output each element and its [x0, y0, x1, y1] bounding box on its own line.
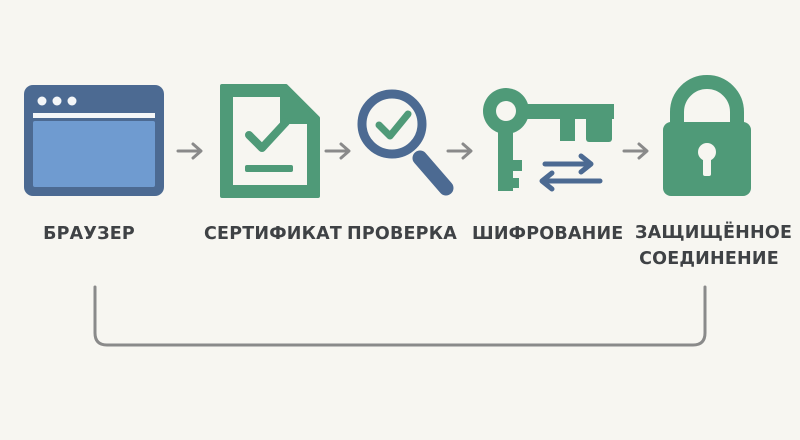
step-label-encryption: ШИФРОВАНИЕ	[472, 224, 624, 244]
step-label-certificate: СЕРТИФИКАТ	[204, 224, 342, 244]
step-label-browser: БРАУЗЕР	[43, 224, 135, 244]
step-label-secure-line-2: СОЕДИНЕНИЕ	[639, 249, 779, 269]
padlock-icon	[663, 75, 751, 196]
browser-window-icon	[24, 85, 164, 196]
certificate-document-icon	[220, 84, 320, 198]
key-exchange-icon	[483, 88, 614, 192]
step-label-secure-line-1: ЗАЩИЩЁННОЕ	[635, 223, 793, 243]
step-label-secure-connection: ЗАЩИЩЁННОЕ СОЕДИНЕНИЕ	[635, 220, 793, 272]
flow-arrow-3	[446, 142, 473, 160]
step-label-verification: ПРОВЕРКА	[347, 224, 457, 244]
magnifier-check-icon	[357, 89, 454, 196]
flow-arrow-1	[176, 142, 203, 160]
flow-arrow-4	[622, 142, 649, 160]
flow-arrow-2	[324, 142, 351, 160]
flow-bracket	[93, 285, 707, 347]
